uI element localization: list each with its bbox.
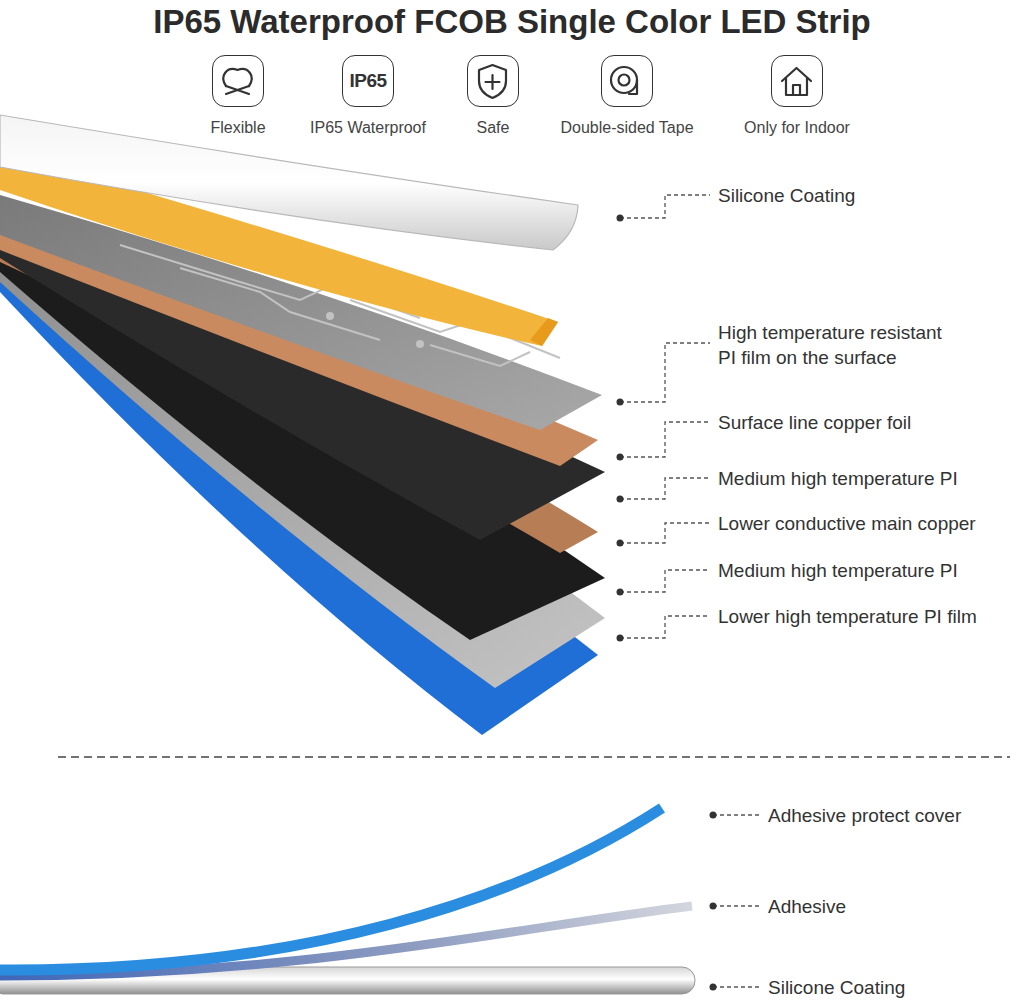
icon-label: Safe [477, 118, 510, 138]
feature-icon: Double-sided Tape [560, 55, 693, 138]
icon-label: Flexible [210, 118, 265, 138]
callout-label: Silicone Coating [718, 183, 855, 208]
feature-icon: Safe [467, 55, 519, 138]
feature-icon: IP65IP65 Waterproof [310, 55, 426, 138]
callout-label: Adhesive protect cover [768, 803, 961, 828]
icon-label: Only for Indoor [744, 118, 850, 138]
feature-icon: Flexible [210, 55, 265, 138]
callout-label: Surface line copper foil [718, 410, 911, 435]
icon-box [601, 55, 653, 107]
callout-label: Medium high temperature PI [718, 466, 958, 491]
callout-label: High temperature resistant PI film on th… [718, 320, 954, 370]
icon-box [771, 55, 823, 107]
callout-label: Lower high temperature PI film [718, 604, 977, 629]
title: IP65 Waterproof FCOB Single Color LED St… [0, 2, 1024, 42]
icon-box [212, 55, 264, 107]
callout-label: Silicone Coating [768, 975, 905, 1000]
icon-box [467, 55, 519, 107]
icon-text: IP65 [349, 70, 386, 92]
icon-label: Double-sided Tape [560, 118, 693, 138]
feature-icon: Only for Indoor [744, 55, 850, 138]
icon-box: IP65 [342, 55, 394, 107]
callout-label: Lower conductive main copper [718, 511, 976, 536]
icon-label: IP65 Waterproof [310, 118, 426, 138]
callout-label: Medium high temperature PI [718, 558, 958, 583]
callout-label: Adhesive [768, 894, 846, 919]
